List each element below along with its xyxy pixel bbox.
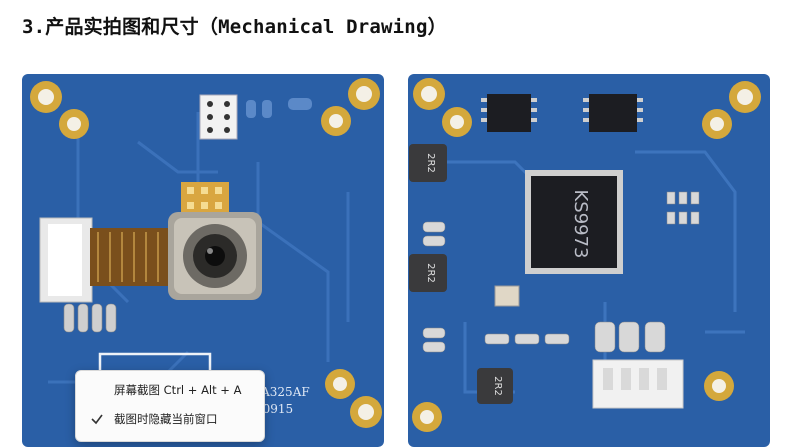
- checkmark-icon: [91, 414, 103, 425]
- passive-components: [63, 303, 117, 333]
- menu-item-hide-window[interactable]: 截图时隐藏当前窗口: [76, 405, 264, 433]
- menu-item-label: 屏幕截图 Ctrl + Alt + A: [114, 383, 242, 397]
- controller-board-photo: KS9973 2R2 2R2 2R2: [408, 74, 770, 447]
- passive-components: [422, 191, 700, 353]
- main-chip: [531, 176, 617, 268]
- flex-cable: [90, 228, 174, 286]
- connector-pads: [199, 94, 238, 140]
- soic-chips: [487, 94, 637, 132]
- section-title: 3.产品实拍图和尺寸（Mechanical Drawing）: [22, 16, 447, 38]
- screenshot-context-menu: 屏幕截图 Ctrl + Alt + A 截图时隐藏当前窗口: [75, 370, 265, 442]
- crystal: [494, 285, 520, 307]
- inductor-label: 2R2: [492, 376, 503, 396]
- inductors: [409, 144, 513, 404]
- camera-board-photo: A3C0A325AF 2018/0915: [22, 74, 384, 447]
- mounting-holes: [412, 78, 761, 432]
- inductor-label: 2R2: [425, 263, 436, 283]
- mounting-holes: [30, 78, 382, 428]
- inductor-label: 2R2: [425, 153, 436, 173]
- chip-label: KS9973: [570, 189, 591, 258]
- menu-item-label: 截图时隐藏当前窗口: [114, 412, 218, 426]
- menu-item-screen-capture[interactable]: 屏幕截图 Ctrl + Alt + A: [76, 376, 264, 404]
